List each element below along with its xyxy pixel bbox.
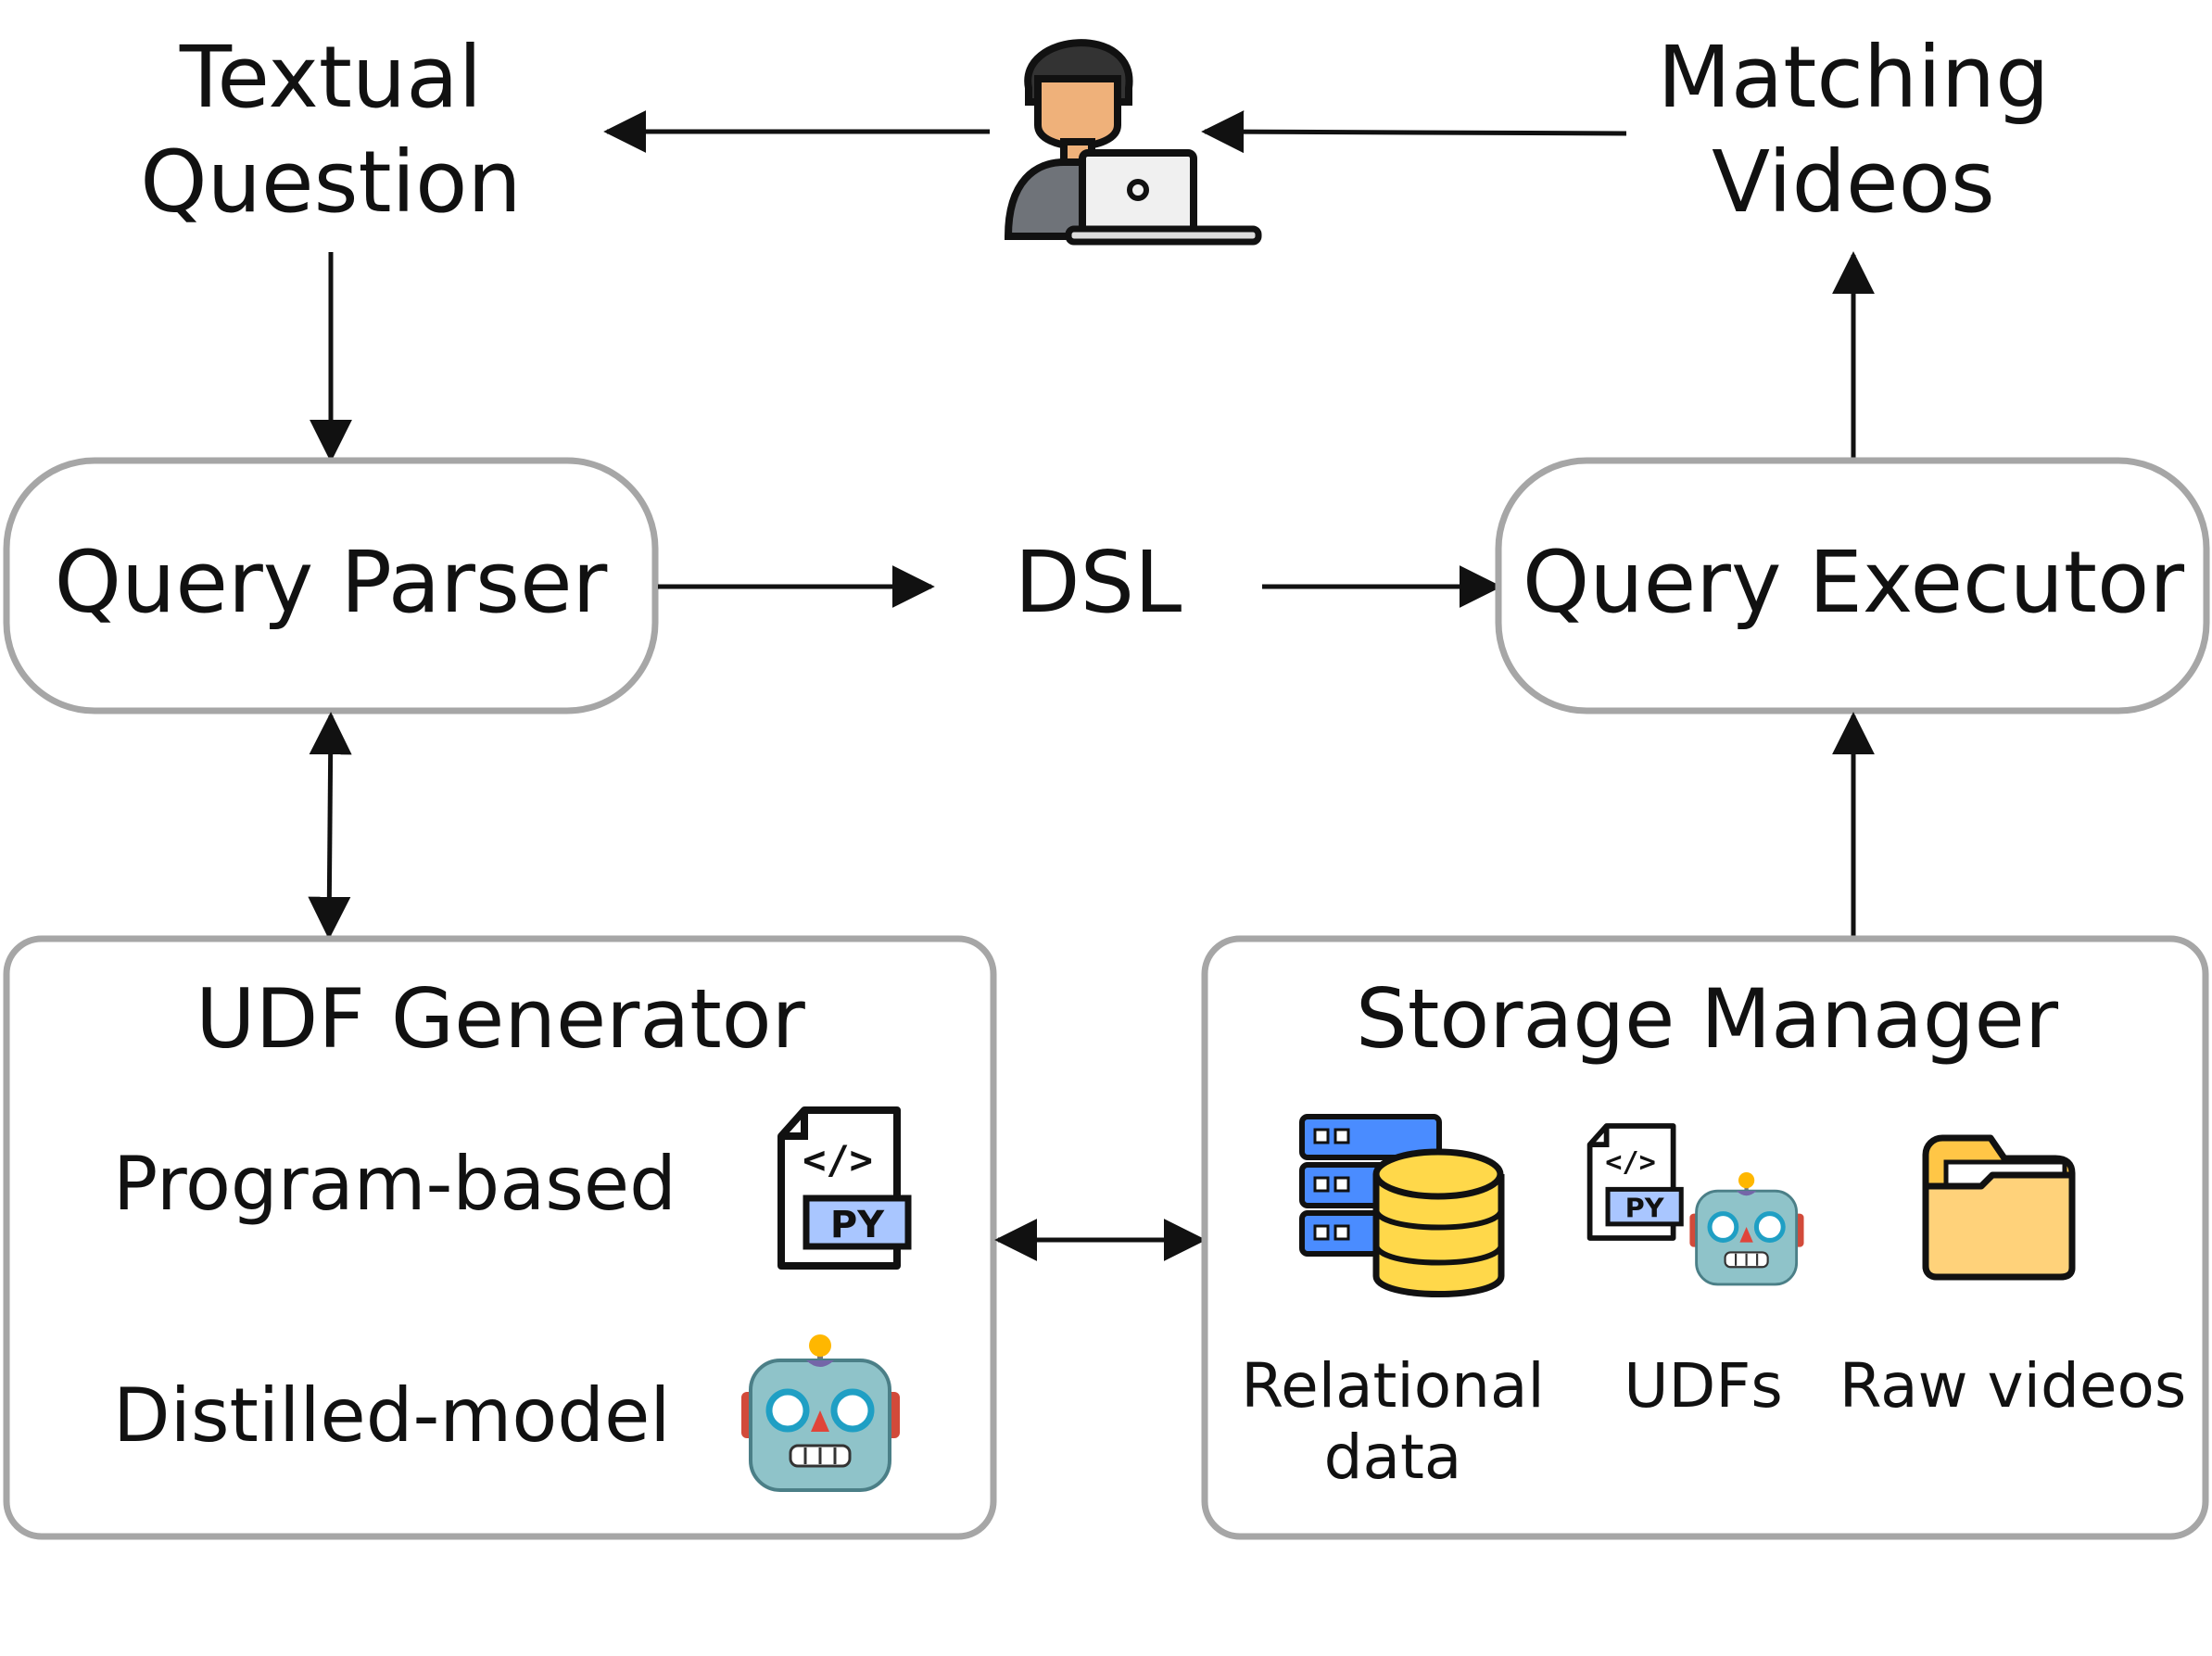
textual-question-label-line2: Question [140, 133, 521, 232]
matching-videos-label-line1: Matching [1658, 28, 2050, 127]
storage-item-udfs: UDFs [1624, 1350, 1782, 1422]
arrow-parser-udfgen-bidirectional [308, 712, 352, 940]
query-executor-title: Query Executor [1523, 533, 2184, 632]
storage-item-relational-line2: data [1324, 1422, 1462, 1493]
user-laptop-icon [1004, 39, 1262, 246]
textual-question-label-line1: Textual [179, 28, 482, 127]
udf-row-program-based: Program-based [113, 1141, 676, 1227]
udf-generator-title: UDF Generator [196, 971, 805, 1067]
storage-item-raw-videos: Raw videos [1839, 1350, 2186, 1422]
python-file-robot-icon: </> PY [1586, 1123, 1804, 1286]
database-server-icon [1299, 1114, 1505, 1297]
svg-text:PY: PY [1625, 1193, 1665, 1224]
udf-generator-box [3, 935, 997, 1540]
svg-text:</>: </> [1605, 1146, 1656, 1179]
svg-text:PY: PY [830, 1204, 885, 1246]
robot-icon [741, 1334, 900, 1492]
dsl-label: DSL [1015, 533, 1182, 632]
query-parser-box [3, 457, 659, 714]
query-parser-title: Query Parser [55, 533, 608, 632]
python-file-icon: </> PY [777, 1106, 912, 1270]
storage-item-relational-line1: Relational [1241, 1350, 1545, 1422]
udf-row-distilled-model: Distilled-model [113, 1372, 671, 1459]
arrow-videos-to-user [1201, 110, 1627, 154]
matching-videos-label-line2: Videos [1712, 133, 1995, 232]
svg-text:</>: </> [803, 1137, 873, 1182]
storage-manager-title: Storage Manager [1356, 971, 2059, 1067]
folder-icon [1922, 1134, 2076, 1281]
query-executor-box [1495, 457, 2210, 714]
